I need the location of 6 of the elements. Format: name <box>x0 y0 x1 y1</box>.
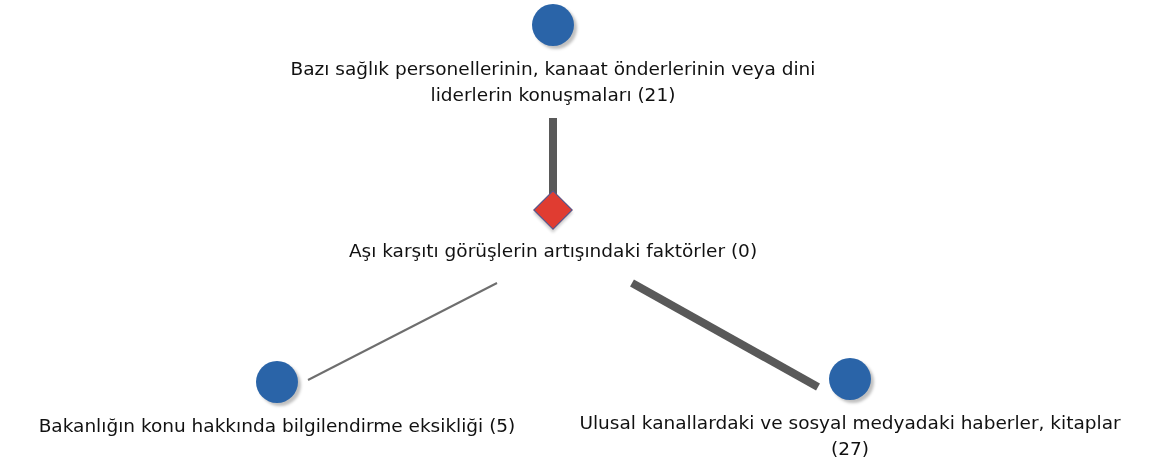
node-label: Bazı sağlık personellerinin, kanaat önderlerinin veya dini liderlerin konuşmaları (21) <box>289 57 817 107</box>
connector-line <box>307 282 498 381</box>
connector-line <box>630 279 820 391</box>
node-label: Bakanlığın konu hakkında bilgilendirme eksikliği (5) <box>38 414 516 438</box>
node-label: Aşı karşıtı görüşlerin artışındaki faktörler (0) <box>348 239 758 263</box>
node-label: Ulusal kanallardaki ve sosyal medyadaki haberler, kitaplar (27) <box>578 411 1122 461</box>
